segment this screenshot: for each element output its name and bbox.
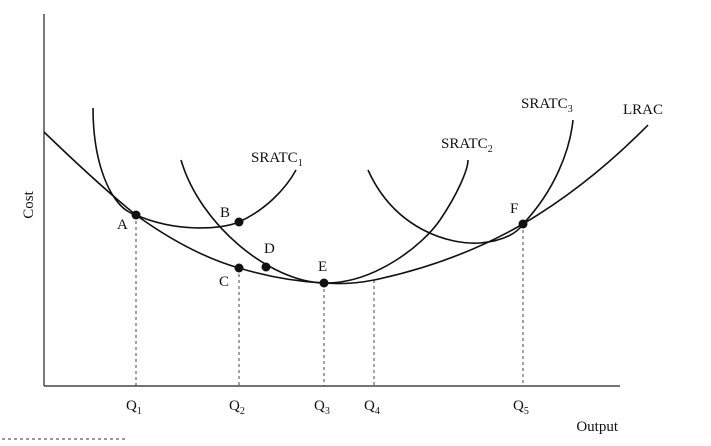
q5-label: Q5 [513,398,529,417]
point-a-label: A [117,217,128,233]
sratc3-curve [367,119,574,244]
point-e-label: E [318,259,327,275]
point-a [131,210,141,220]
q3-label: Q3 [314,398,330,417]
q4-label: Q4 [364,398,380,417]
sratc2-curve [180,159,469,284]
lrac-curve [43,124,649,285]
y-axis-title: Cost [21,190,37,218]
sratc2-label: SRATC2 [441,136,493,155]
sratc1-label: SRATC1 [251,150,303,169]
point-b [234,217,244,227]
point-e [319,278,329,288]
point-c [234,263,244,273]
x-axis-title: Output [576,419,619,435]
sratc1-curve [92,107,297,229]
point-b-label: B [220,205,230,221]
point-d [261,262,271,272]
point-d-label: D [264,241,275,257]
lrac-label: LRAC [623,102,663,118]
point-f [518,219,528,229]
q1-label: Q1 [126,398,142,417]
point-c-label: C [219,274,229,290]
sratc3-label: SRATC3 [521,96,573,115]
q2-label: Q2 [229,398,245,417]
point-f-label: F [510,201,518,217]
